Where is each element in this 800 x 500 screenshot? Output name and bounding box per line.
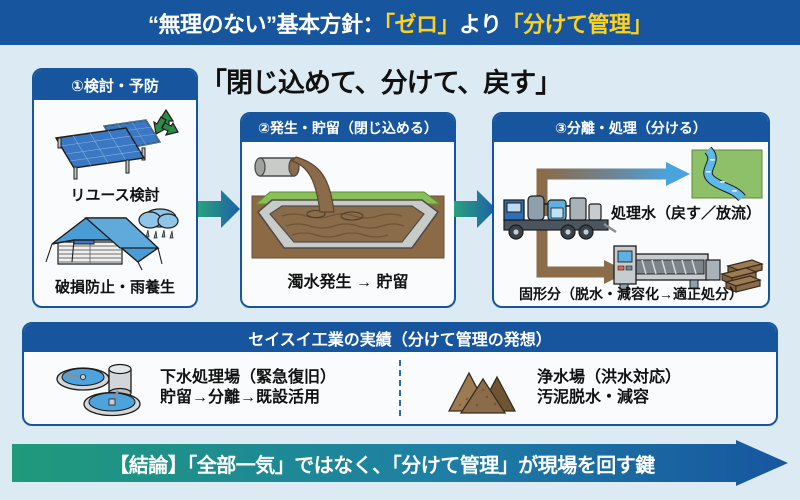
header-title-bar: “無理のない”基本方針：「ゼロ」より「分けて管理」 <box>0 0 800 45</box>
result-entry-2-line1: 浄水場（洪水対応） <box>537 369 682 386</box>
solar-panels-recycle-icon <box>34 104 196 188</box>
result-entry-1-line1: 下水処理場（緊急復旧） <box>160 369 337 386</box>
header-title-highlight-2: 「分けて管理」 <box>501 11 653 37</box>
panel-step-2-body: 濁水発生 → 貯留 <box>242 142 454 306</box>
result-entry-1: 下水処理場（緊急復旧） 貯留→分離→既設活用 <box>24 359 399 417</box>
connector-arrow-1 <box>196 186 242 232</box>
tarp-rain-cover-icon <box>34 204 196 276</box>
panel-step-3-caption-water: 処理水（戻す／放流） <box>610 205 761 222</box>
panel-step-3: ③分離・処理（分ける） <box>492 112 770 308</box>
panel-step-1-caption-1: リユース検討 <box>70 187 160 204</box>
header-title-plain-2: より <box>458 11 502 37</box>
panel-results: セイスイ工業の実績（分けて管理の発想） <box>22 322 778 426</box>
river-discharge-icon <box>691 146 763 202</box>
footer-conclusion-text: 【結論】「全部一気」ではなく、「分けて管理」が現場を回す鍵 <box>109 454 655 477</box>
panel-step-1-body: リユース検討 <box>34 100 196 306</box>
result-entry-1-line2: 貯留→分離→既設活用 <box>160 389 321 406</box>
dewatering-press-icon <box>613 245 721 293</box>
header-title-highlight-1: 「ゼロ」 <box>383 11 460 37</box>
result-entry-2-line2: 汚泥脱水・減容 <box>537 389 650 406</box>
panel-step-3-title: ③分離・処理（分ける） <box>494 114 768 142</box>
panel-step-2-caption: 濁水発生 → 貯留 <box>287 274 409 291</box>
header-title-plain-1: “無理のない”基本方針： <box>147 11 385 37</box>
panel-step-1-caption-2: 破損防止・雨養生 <box>54 279 175 296</box>
main-headline-text: 「閉じ込めて、分けて、戻す」 <box>200 67 562 98</box>
main-headline: 「閉じ込めて、分けて、戻す」 <box>200 58 620 102</box>
panel-results-body: 下水処理場（緊急復旧） 貯留→分離→既設活用 <box>24 352 776 424</box>
result-entry-1-text: 下水処理場（緊急復旧） 貯留→分離→既設活用 <box>160 368 336 408</box>
panel-step-2: ②発生・貯留（閉じ込める） <box>240 112 456 308</box>
panel-step-2-title: ②発生・貯留（閉じ込める） <box>242 114 454 142</box>
settling-pond-icon <box>242 144 454 266</box>
results-divider <box>399 360 401 416</box>
panel-results-title: セイスイ工業の実績（分けて管理の発想） <box>24 324 776 352</box>
clarifier-tanks-icon <box>50 359 150 417</box>
header-title: “無理のない”基本方針：「ゼロ」より「分けて管理」 <box>147 7 653 39</box>
panel-step-1: ①検討・予防 <box>32 68 198 308</box>
sludge-piles-icon <box>427 359 527 417</box>
connector-arrow-2 <box>452 186 498 232</box>
treatment-truck-icon <box>503 195 617 240</box>
result-entry-2: 浄水場（洪水対応） 汚泥脱水・減容 <box>401 359 776 417</box>
panel-step-1-title: ①検討・予防 <box>34 70 196 100</box>
panel-step-3-caption-solids: 固形分（脱水・減容化→適正処分） <box>519 286 743 302</box>
result-entry-2-text: 浄水場（洪水対応） 汚泥脱水・減容 <box>537 368 681 408</box>
panel-step-3-body: 処理水（戻す／放流） 固形分（脱水・減容化→適正処分） <box>494 142 768 306</box>
solid-cake-stack-icon <box>720 259 764 293</box>
rain-cloud <box>138 208 179 239</box>
footer-conclusion-banner: 【結論】「全部一気」ではなく、「分けて管理」が現場を回す鍵 <box>12 440 788 486</box>
